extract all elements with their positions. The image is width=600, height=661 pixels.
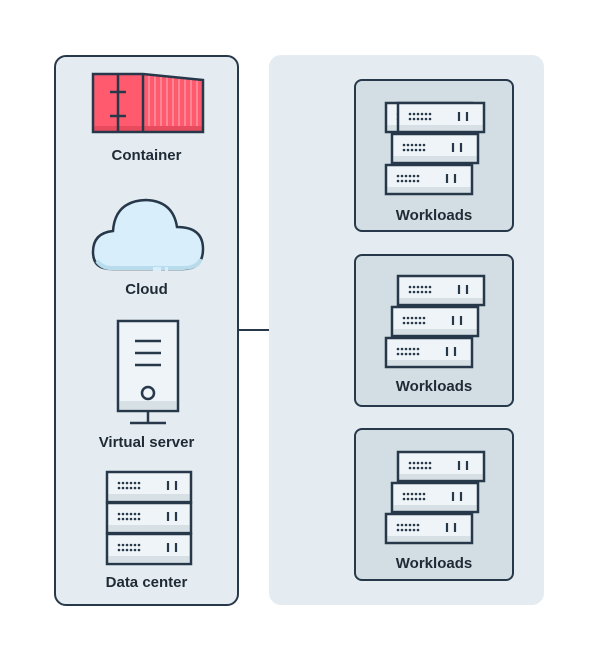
target-label-workloads-2: Workloads [395, 378, 473, 395]
server-stack-icon [384, 450, 486, 545]
virtual-server-icon [116, 319, 180, 425]
server-stack-icon [384, 274, 486, 369]
shipping-container-icon [91, 72, 205, 134]
target-label-workloads-3: Workloads [395, 555, 473, 572]
source-label-cloud: Cloud [125, 281, 168, 298]
workloads-box-3: Workloads [354, 428, 514, 581]
target-label-workloads-1: Workloads [395, 207, 473, 224]
workloads-box-2: Workloads [354, 254, 514, 407]
cloud-icon [91, 198, 205, 271]
server-stack-icon [384, 101, 486, 196]
source-label-data-center: Data center [105, 574, 188, 591]
server-rack-icon [105, 470, 193, 566]
workloads-box-1: Workloads [354, 79, 514, 232]
source-label-container: Container [111, 147, 182, 164]
sources-panel: Container Cloud Virtual server [54, 55, 239, 606]
source-label-virtual-server: Virtual server [98, 434, 195, 451]
